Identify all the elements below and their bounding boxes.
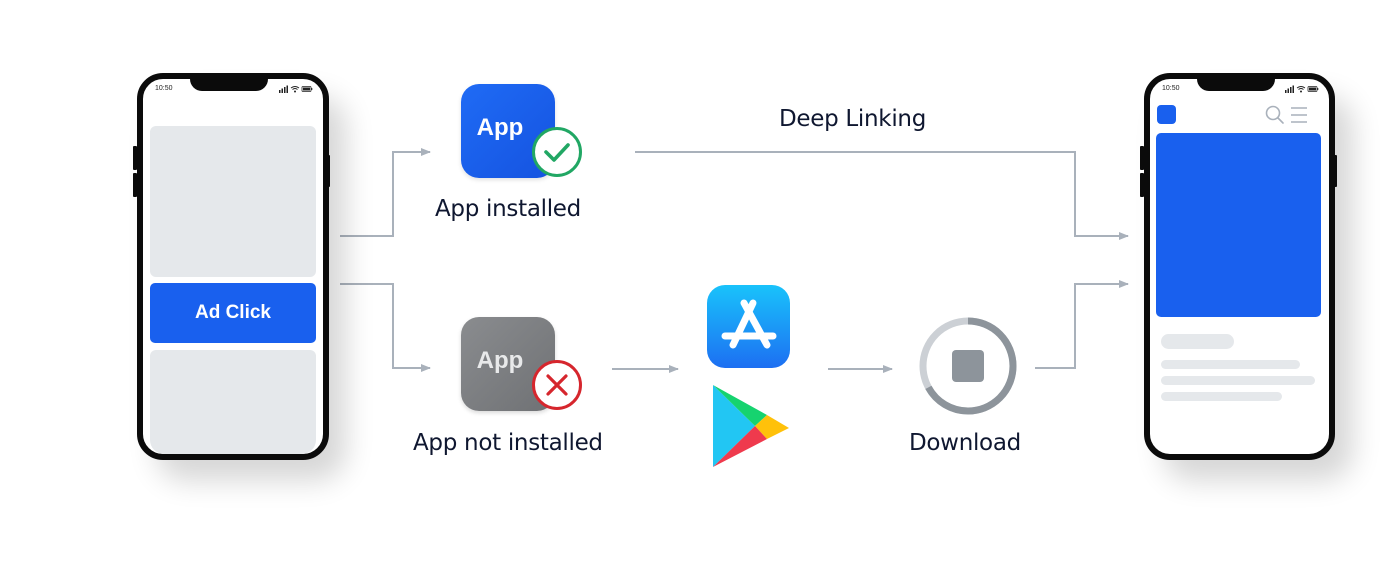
app-not-installed-caption: App not installed (413, 430, 603, 456)
text-line-placeholder (1161, 392, 1282, 401)
title-placeholder (1161, 334, 1234, 349)
app-icon-label: App (476, 114, 524, 141)
deep-linking-label: Deep Linking (779, 106, 926, 132)
arrow-download-to-app (1035, 280, 1129, 369)
volume-down-button (133, 173, 137, 197)
phone-notch (190, 78, 268, 91)
power-button (1333, 155, 1337, 187)
status-time: 10:50 (155, 85, 173, 92)
volume-down-button (1140, 173, 1144, 197)
google-play-icon[interactable] (711, 383, 791, 469)
text-line-placeholder (1161, 376, 1315, 385)
app-icon-label: App (476, 347, 524, 374)
check-icon (532, 127, 582, 177)
arrow-deep-link (635, 151, 1129, 240)
content-placeholder-top (150, 126, 316, 277)
phone-frame: 10:50 Ad Click (137, 73, 329, 460)
content-placeholder-bottom (150, 350, 316, 454)
volume-up-button (1140, 146, 1144, 170)
progress-arc (919, 317, 1017, 415)
arrow-to-not-installed (340, 283, 431, 372)
arrow-to-installed (340, 148, 431, 237)
status-time: 10:50 (1162, 85, 1180, 92)
app-installed-caption: App installed (435, 196, 581, 222)
menu-icon[interactable] (1290, 106, 1308, 124)
search-icon[interactable] (1265, 105, 1285, 125)
volume-up-button (133, 146, 137, 170)
ad-click-button[interactable]: Ad Click (150, 283, 316, 343)
phone-notch (1196, 78, 1275, 91)
status-icons (279, 85, 313, 95)
download-progress-ring[interactable] (918, 316, 1018, 416)
text-line-placeholder (1161, 360, 1300, 369)
phone-frame: 10:50 (1144, 73, 1335, 460)
hero-banner (1156, 133, 1321, 317)
app-logo[interactable] (1157, 105, 1176, 124)
app-store-icon[interactable] (707, 285, 790, 368)
download-label: Download (909, 430, 1021, 456)
status-icons (1285, 85, 1319, 95)
cross-icon (532, 360, 582, 410)
stop-icon (952, 350, 984, 382)
